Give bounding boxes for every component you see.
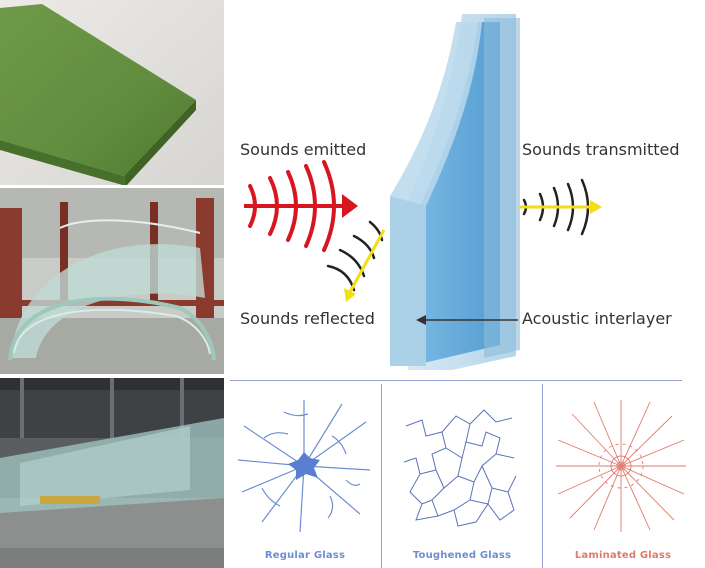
sounds-transmitted-label: Sounds transmitted (522, 140, 680, 159)
bent-glass-factory-photo (0, 188, 224, 374)
glass-warehouse-photo (0, 378, 224, 568)
acoustic-glass-illustration (244, 14, 602, 370)
toughened-glass-crack-icon (403, 409, 517, 527)
toughened-glass-label: Toughened Glass (412, 550, 512, 561)
column-divider (381, 384, 382, 568)
green-glass-sheet-image (0, 0, 224, 185)
bent-glass-image (0, 188, 224, 374)
sounds-reflected-label: Sounds reflected (240, 309, 375, 328)
sounds-emitted-label: Sounds emitted (240, 140, 367, 159)
glass-panels-image (0, 378, 224, 568)
acoustic-interlayer-label: Acoustic interlayer (522, 309, 672, 328)
green-glass-photo (0, 0, 224, 185)
laminated-glass-label: Laminated Glass (574, 550, 672, 561)
section-divider (230, 380, 682, 381)
column-divider (542, 384, 543, 568)
laminated-glass-crack-icon (556, 400, 686, 532)
regular-glass-label: Regular Glass (264, 550, 346, 561)
glass-breakage-comparison: Regular Glass Toughened Glass Laminated … (230, 380, 705, 568)
regular-glass-crack-icon (237, 400, 371, 533)
acoustic-glass-diagram: Sounds emitted Sounds transmitted Sounds… (230, 0, 705, 378)
